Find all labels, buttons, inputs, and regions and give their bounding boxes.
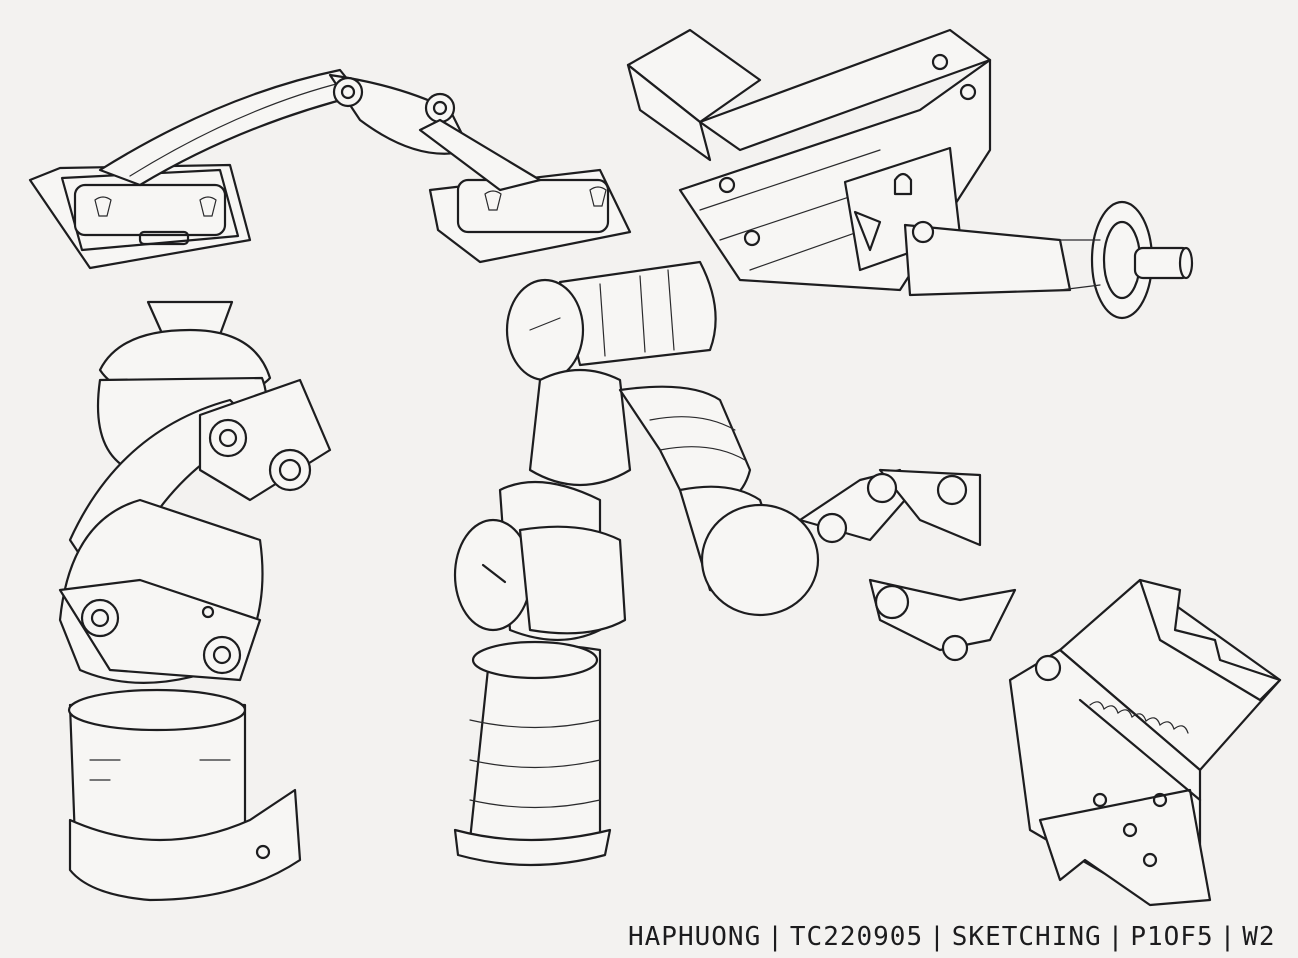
spring-hinge-sketch (1008, 578, 1282, 907)
caption-name: HAPHUONG (628, 922, 762, 952)
caption-code: TC220905 (789, 922, 924, 952)
shaft-bracket-sketch (626, 28, 1194, 320)
caption-subject: SKETCHING (951, 922, 1102, 952)
caption-separator: | (1219, 922, 1237, 952)
caption-page: P1OF5 (1130, 922, 1214, 952)
caption-week: W2 (1242, 922, 1276, 952)
robot-arm-linkage-sketch (28, 68, 632, 270)
caption-separator: | (767, 922, 784, 952)
knee-joint-sketch (58, 300, 332, 902)
caption-separator: | (1107, 922, 1125, 952)
sketch-caption: HAPHUONG|TC220905|SKETCHING|P1OF5|W2 (628, 922, 1276, 952)
multi-joint-robot-arm-sketch (453, 260, 1017, 867)
caption-separator: | (929, 922, 946, 952)
